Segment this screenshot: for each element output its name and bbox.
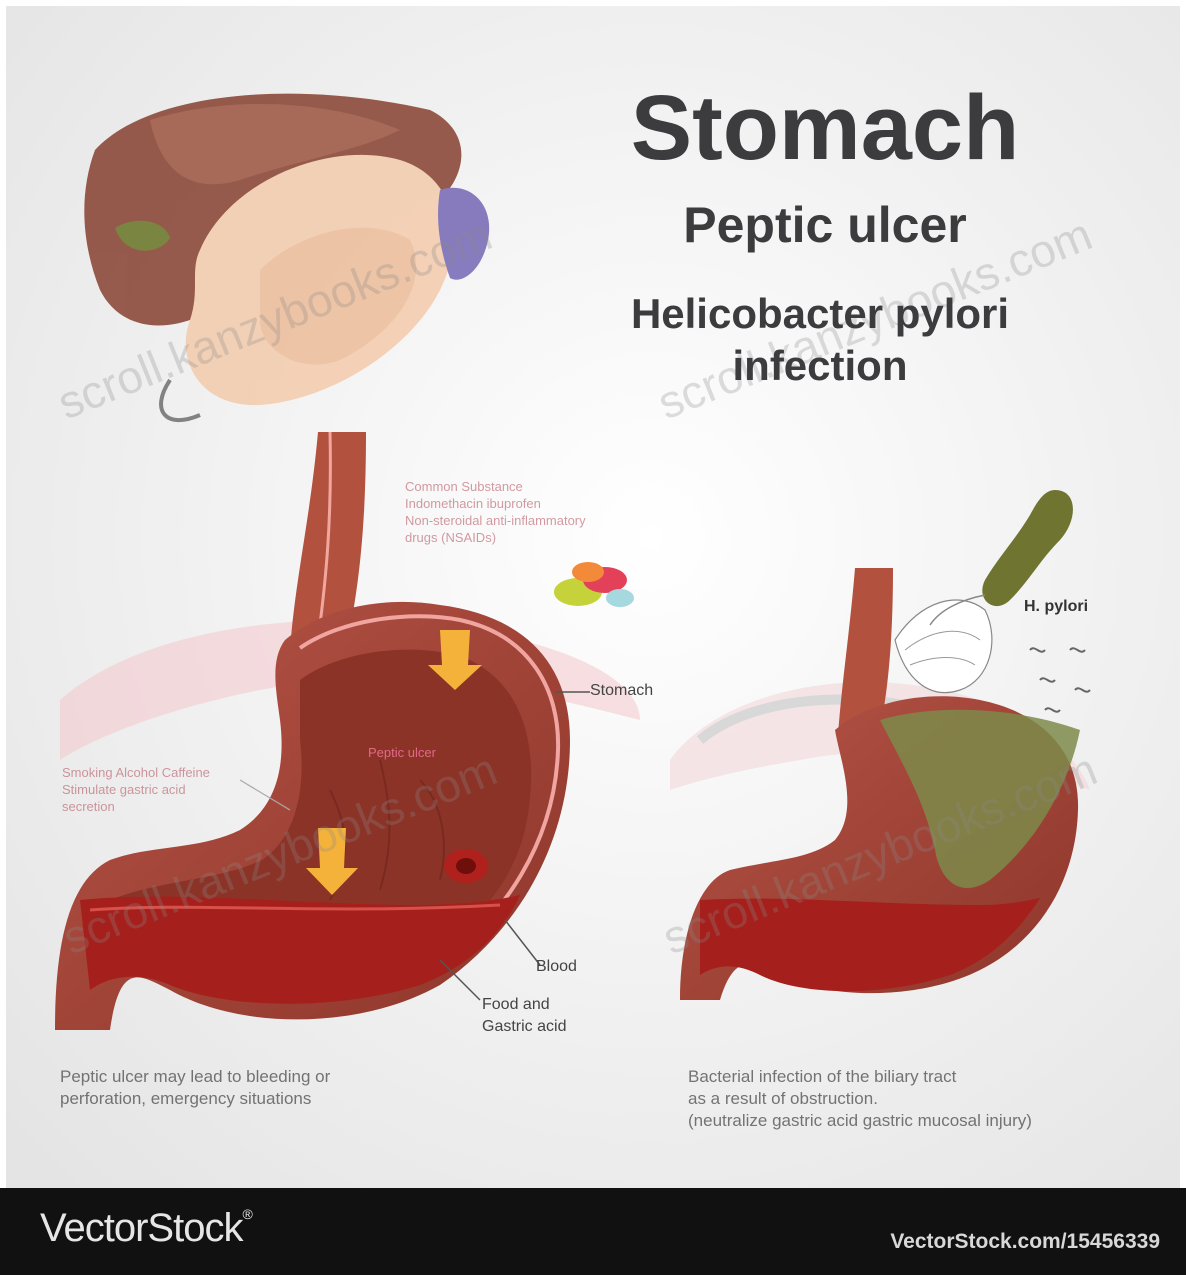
label-nsaids-line: drugs (NSAIDs) xyxy=(405,529,586,546)
caption-right: Bacterial infection of the biliary tract… xyxy=(688,1066,1032,1132)
peptic-ulcer-core xyxy=(456,858,476,874)
label-blood: Blood xyxy=(536,958,577,976)
label-nsaids-line: Common Substance xyxy=(405,478,586,495)
brand-name: VectorStock xyxy=(40,1206,242,1250)
caption-left-line: perforation, emergency situations xyxy=(60,1088,330,1110)
caption-left-line: Peptic ulcer may lead to bleeding or xyxy=(60,1066,330,1088)
page-title: Stomach xyxy=(600,78,1050,178)
label-alcohol: Smoking Alcohol Caffeine Stimulate gastr… xyxy=(62,764,210,815)
label-h-pylori: H. pylori xyxy=(1024,598,1088,616)
label-alcohol-line: secretion xyxy=(62,798,210,815)
label-alcohol-line: Smoking Alcohol Caffeine xyxy=(62,764,210,781)
title-line-1: Helicobacter pylori xyxy=(580,290,1060,338)
caption-right-line: Bacterial infection of the biliary tract xyxy=(688,1066,1032,1088)
label-food-acid-2: Gastric acid xyxy=(482,1018,566,1036)
caption-left: Peptic ulcer may lead to bleeding or per… xyxy=(60,1066,330,1110)
footer-url: VectorStock.com/15456339 xyxy=(890,1230,1160,1254)
label-alcohol-line: Stimulate gastric acid xyxy=(62,781,210,798)
label-peptic-ulcer: Peptic ulcer xyxy=(368,744,436,761)
footer-bar: VectorStock® VectorStock.com/15456339 xyxy=(0,1188,1186,1275)
caption-right-line: (neutralize gastric acid gastric mucosal… xyxy=(688,1110,1032,1132)
label-food-acid-1: Food and xyxy=(482,996,550,1014)
brand-trademark: ® xyxy=(242,1206,251,1222)
caption-right-line: as a result of obstruction. xyxy=(688,1088,1032,1110)
brand-logo: VectorStock® xyxy=(40,1206,252,1251)
label-nsaids: Common Substance Indomethacin ibuprofen … xyxy=(405,478,586,546)
page-subtitle: Peptic ulcer xyxy=(610,196,1040,254)
label-nsaids-line: Non-steroidal anti-inflammatory xyxy=(405,512,586,529)
label-stomach: Stomach xyxy=(590,682,653,700)
label-nsaids-line: Indomethacin ibuprofen xyxy=(405,495,586,512)
title-line-2: infection xyxy=(580,342,1060,390)
